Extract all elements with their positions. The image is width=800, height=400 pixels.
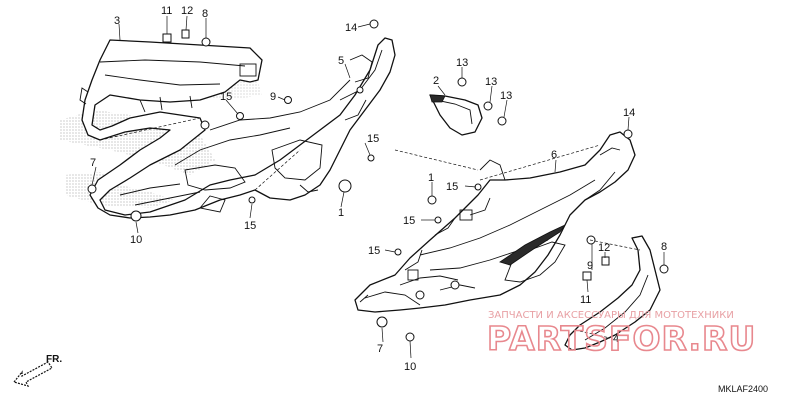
label-15-b: 15	[367, 133, 379, 145]
watermark-text-brand: PARTSFOR.RU	[487, 319, 756, 358]
label-12-upper: 12	[181, 5, 193, 17]
label-6: 6	[551, 149, 557, 161]
lower-cowl-assembly	[354, 131, 636, 313]
front-direction-indicator: FR.	[12, 354, 62, 387]
label-3: 3	[114, 15, 120, 27]
label-10-upper: 10	[130, 234, 142, 246]
bracket-part-2	[429, 94, 483, 136]
label-9-upper: 9	[270, 91, 276, 103]
label-2: 2	[433, 75, 439, 87]
part-labels: 3 11 12 8 14 5 15 9 15 7 15 1 10 2 13 13…	[90, 5, 667, 373]
front-arrow-icon	[12, 361, 53, 387]
side-strip-part-4	[564, 235, 661, 351]
label-10-lower: 10	[404, 361, 416, 373]
label-14-upper: 14	[345, 22, 357, 34]
label-13-c: 13	[500, 90, 512, 102]
watermark: ЗАПЧАСТИ И АКСЕССУАРЫ ДЛЯ МОТОТЕХНИКИ PA…	[486, 310, 756, 359]
label-13-a: 13	[456, 57, 468, 69]
label-15-d: 15	[446, 181, 458, 193]
label-8-upper: 8	[202, 8, 208, 20]
diagram-code: MKLAF2400	[718, 384, 768, 394]
label-15-e: 15	[403, 215, 415, 227]
label-15-a: 15	[220, 91, 232, 103]
label-7-lower: 7	[377, 343, 383, 355]
label-8-lower: 8	[661, 241, 667, 253]
direction-label: FR.	[46, 354, 62, 365]
label-1-upper: 1	[338, 207, 344, 219]
label-11-upper: 11	[161, 5, 172, 17]
label-15-c: 15	[244, 220, 256, 232]
leader-lines	[91, 15, 665, 359]
label-5: 5	[338, 55, 344, 67]
label-15-f: 15	[368, 245, 380, 257]
watermark-text-top: ЗАПЧАСТИ И АКСЕССУАРЫ ДЛЯ МОТОТЕХНИКИ	[488, 310, 734, 321]
label-4: 4	[613, 333, 619, 345]
label-9-lower: 9	[587, 260, 593, 272]
label-7-upper: 7	[90, 157, 96, 169]
upper-cowl-assembly	[79, 37, 396, 219]
label-11-lower: 11	[580, 294, 591, 306]
label-13-b: 13	[485, 76, 497, 88]
label-12-lower: 12	[598, 242, 610, 254]
label-14-lower: 14	[623, 107, 635, 119]
label-1-lower: 1	[428, 172, 434, 184]
fasteners	[87, 19, 669, 342]
